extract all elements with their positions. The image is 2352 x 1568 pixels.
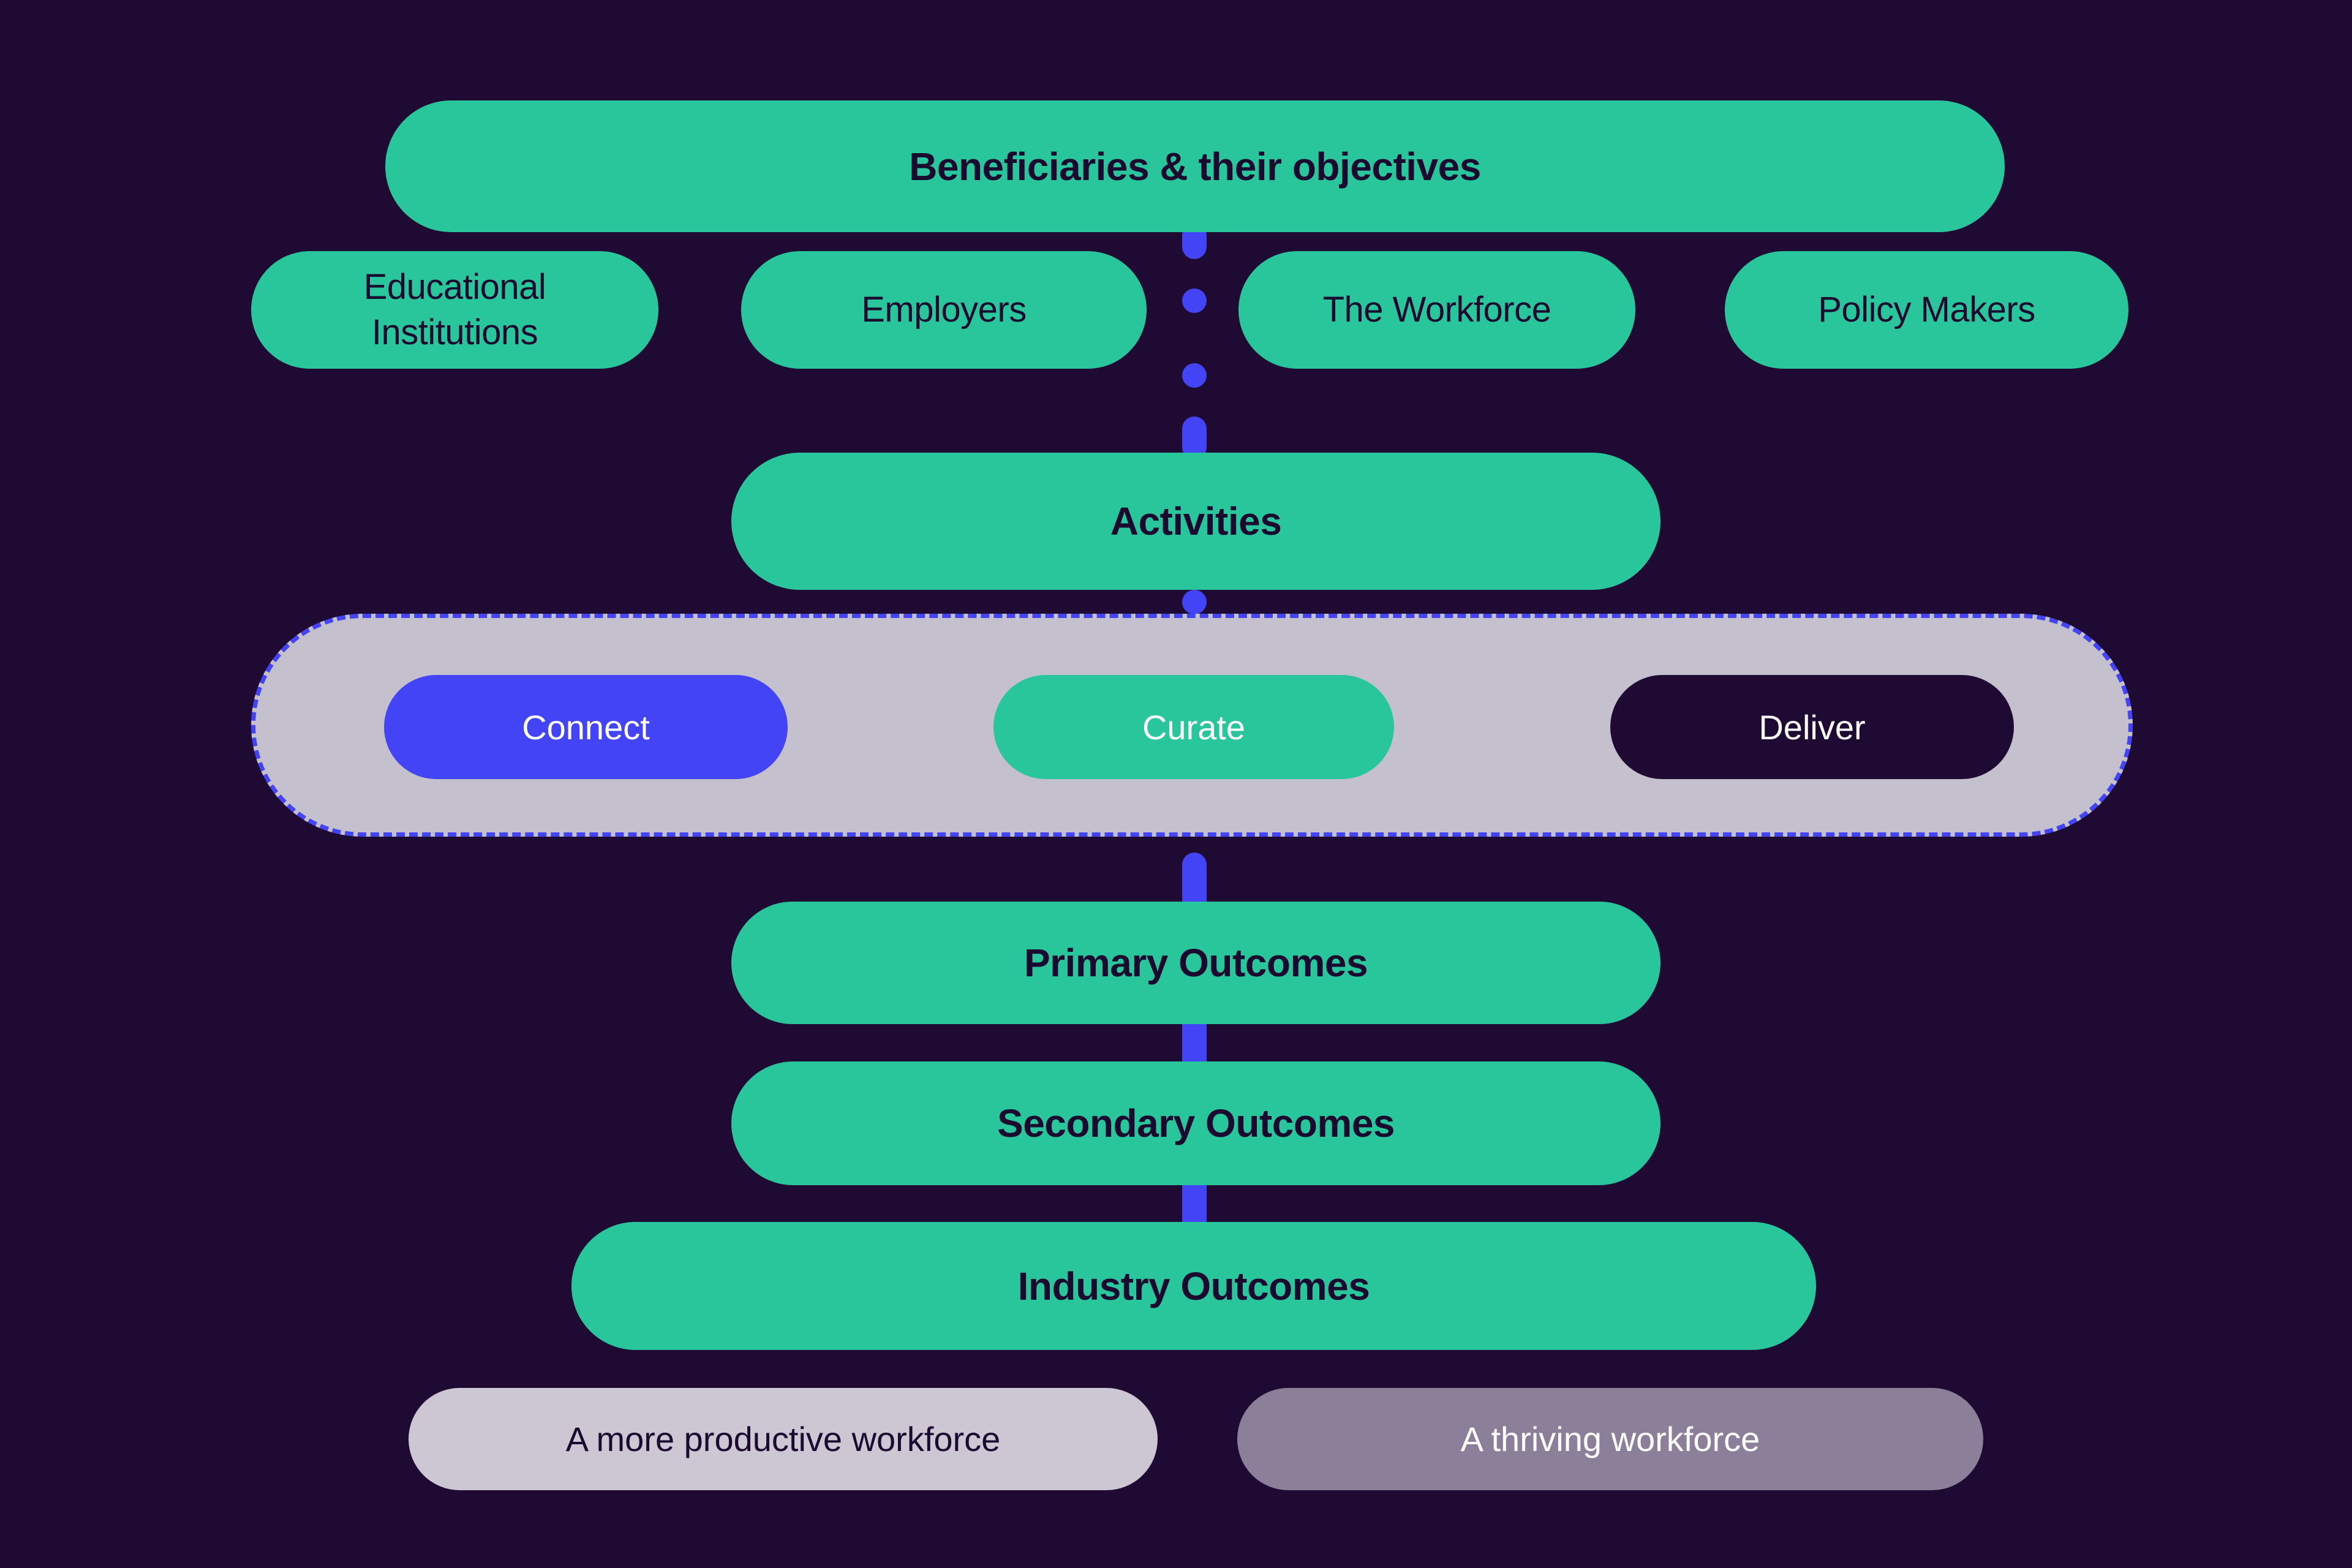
connector-dot: [1182, 590, 1207, 614]
policy-makers-label: Policy Makers: [1818, 289, 2035, 330]
node-educational-institutions: Educational Institutions: [251, 251, 658, 369]
beneficiaries-header-node: Beneficiaries & their objectives: [385, 100, 2005, 232]
connector-stub-into-activities: [1182, 417, 1207, 459]
impact-productive-workforce-node: A more productive workforce: [409, 1388, 1158, 1490]
primary-outcomes-node: Primary Outcomes: [731, 902, 1660, 1024]
secondary-outcomes-label: Secondary Outcomes: [997, 1101, 1395, 1145]
step-connect-node: Connect: [384, 675, 788, 779]
the-workforce-label: The Workforce: [1322, 289, 1551, 330]
activities-label: Activities: [1110, 499, 1282, 543]
connector-dot: [1182, 363, 1207, 388]
connector-dot: [1182, 288, 1207, 313]
deliver-label: Deliver: [1758, 707, 1866, 747]
employers-label: Employers: [861, 289, 1027, 330]
node-employers: Employers: [741, 251, 1147, 369]
curate-label: Curate: [1142, 707, 1246, 747]
impact-thriving-workforce-node: A thriving workforce: [1237, 1388, 1983, 1490]
industry-outcomes-label: Industry Outcomes: [1017, 1264, 1370, 1308]
activities-node: Activities: [731, 453, 1660, 590]
connect-label: Connect: [522, 707, 650, 747]
node-policy-makers: Policy Makers: [1725, 251, 2128, 369]
primary-outcomes-label: Primary Outcomes: [1023, 941, 1368, 985]
step-deliver-node: Deliver: [1610, 675, 2014, 779]
secondary-outcomes-node: Secondary Outcomes: [731, 1061, 1660, 1185]
thriving-workforce-label: A thriving workforce: [1460, 1420, 1760, 1458]
productive-workforce-label: A more productive workforce: [565, 1420, 1001, 1458]
industry-outcomes-node: Industry Outcomes: [571, 1222, 1816, 1350]
step-curate-node: Curate: [993, 675, 1394, 779]
educational-institutions-label: Educational Institutions: [363, 266, 546, 352]
node-the-workforce: The Workforce: [1238, 251, 1635, 369]
beneficiaries-header-label: Beneficiaries & their objectives: [909, 144, 1481, 189]
